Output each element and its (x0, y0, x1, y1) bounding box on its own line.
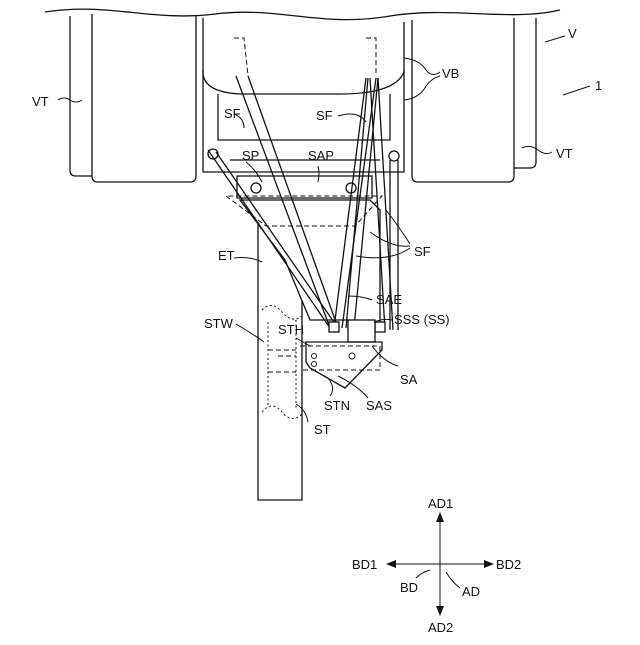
leader-VT-right (522, 146, 552, 153)
label-SAP: SAP (308, 148, 334, 163)
label-BD2: BD2 (496, 557, 521, 572)
right-tire-outer (514, 18, 536, 168)
label-AD: AD (462, 584, 480, 599)
left-tire-outer (70, 16, 92, 176)
label-SF-right: SF (414, 244, 431, 259)
label-BD1: BD1 (352, 557, 377, 572)
label-BD: BD (400, 580, 418, 595)
leader-SAE (348, 296, 372, 300)
strut-frame-left-hidden (234, 38, 248, 76)
arrow-down-icon (436, 606, 444, 616)
left-tire (70, 14, 196, 182)
assembly-hole (349, 353, 355, 359)
strut-frame-right-hidden (366, 38, 376, 76)
arrow-right-icon (484, 560, 494, 568)
strut-foot-right (375, 322, 385, 332)
label-ET: ET (218, 248, 235, 263)
leader-V (545, 36, 565, 42)
arrow-up-icon (436, 512, 444, 522)
bumper-outline (203, 18, 404, 94)
label-AD1: AD1 (428, 496, 453, 511)
right-tire (412, 18, 536, 182)
label-VB: VB (442, 66, 459, 81)
label-AD2: AD2 (428, 620, 453, 635)
vehicle-body (45, 9, 560, 20)
extension-tube (258, 222, 302, 500)
vehicle-cut-line (45, 9, 560, 20)
label-VT-right: VT (556, 146, 573, 161)
label-VT-left: VT (32, 94, 49, 109)
label-ST: ST (314, 422, 331, 437)
tube-wrap-bottom (262, 406, 302, 419)
label-SAE: SAE (376, 292, 402, 307)
label-SA: SA (400, 372, 418, 387)
arrow-left-icon (386, 560, 396, 568)
leader-AD (446, 572, 460, 588)
label-1: 1 (595, 78, 602, 93)
label-SF-top-left: SF (224, 106, 241, 121)
tube-wrap-top (262, 305, 302, 319)
label-SAS: SAS (366, 398, 392, 413)
strut-foot-left (329, 322, 339, 332)
extension-tube-outline (258, 222, 302, 500)
leader-BD (416, 570, 430, 578)
reference-labels: V 1 VT VT VB SF SF SF SP SAP ET SAE SSS … (32, 26, 602, 437)
support-arm-shape (240, 200, 380, 330)
label-V: V (568, 26, 577, 41)
label-STN: STN (324, 398, 350, 413)
right-tire-body (412, 18, 514, 182)
right-post-pin (389, 151, 399, 161)
direction-compass: AD1 AD2 BD1 BD2 BD AD (352, 496, 521, 635)
support-assembly-plate (306, 342, 382, 388)
label-SP: SP (242, 148, 259, 163)
strut-frames (208, 38, 393, 332)
tube-section-lines (268, 350, 296, 372)
label-SF-top-mid: SF (316, 108, 333, 123)
leader-VB-upper (404, 58, 440, 75)
label-STH: STH (278, 322, 304, 337)
leader-VB-lower (404, 76, 440, 100)
stand-hole-a (312, 354, 317, 359)
leader-SAP (318, 166, 319, 182)
stand-hole-b (312, 362, 317, 367)
support-arm-body (240, 200, 380, 330)
label-STW: STW (204, 316, 234, 331)
sensor-box (348, 320, 375, 342)
leader-STW (236, 324, 264, 342)
leader-SF-right-c (356, 248, 410, 258)
label-SSS: SSS (SS) (394, 312, 450, 327)
plate-pin-left (251, 183, 261, 193)
left-tire-body (92, 14, 196, 182)
leader-1 (563, 86, 590, 95)
